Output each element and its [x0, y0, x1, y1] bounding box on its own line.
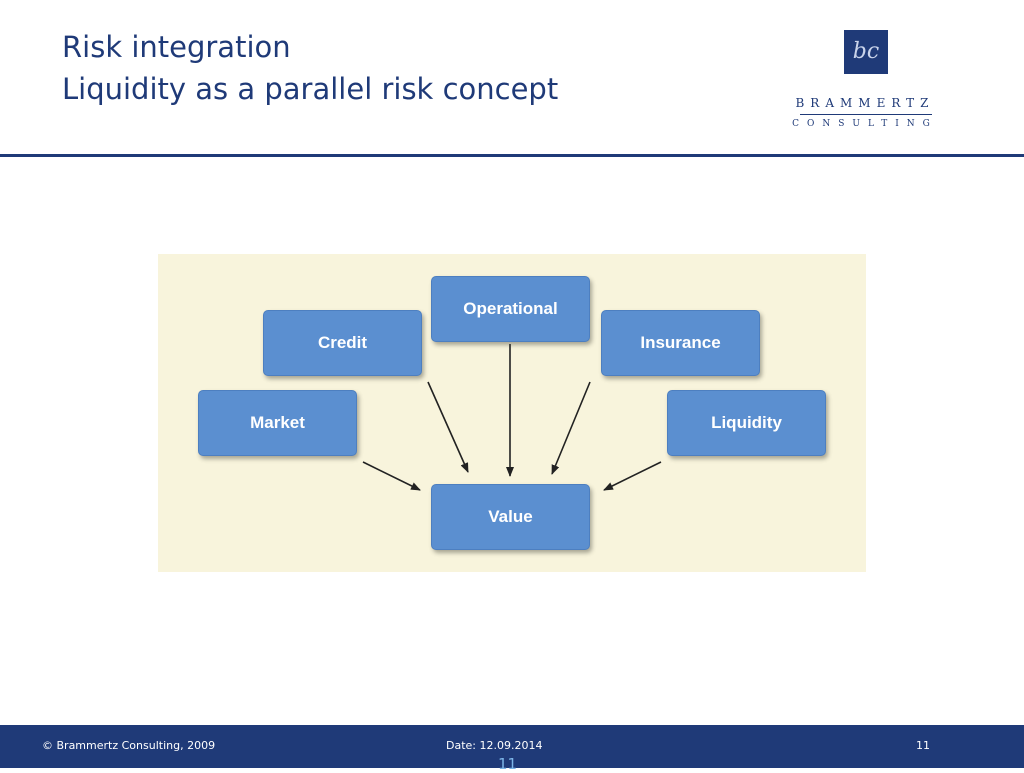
title-line-1: Risk integration	[62, 30, 291, 64]
logo-divider	[800, 114, 932, 115]
node-liquidity-label: Liquidity	[711, 413, 782, 432]
header-divider	[0, 154, 1024, 157]
footer-page-number: 11	[916, 739, 930, 752]
arrow-insurance-to-value	[551, 381, 591, 475]
node-operational: Operational	[431, 276, 590, 342]
footer-copyright: © Brammertz Consulting, 2009	[42, 739, 216, 752]
node-value: Value	[431, 484, 590, 550]
node-operational-label: Operational	[463, 299, 558, 318]
node-liquidity: Liquidity	[667, 390, 826, 456]
node-value-label: Value	[488, 507, 533, 526]
brammertz-logo: bc BRAMMERTZ CONSULTING	[790, 30, 940, 140]
logo-monogram: bc	[844, 30, 888, 74]
logo-name: BRAMMERTZ	[795, 96, 935, 110]
logo-subtitle: CONSULTING	[792, 119, 938, 129]
logo-monogram-text: bc	[852, 39, 880, 64]
footer-date: Date: 12.09.2014	[446, 739, 543, 752]
slide-title: Risk integration Liquidity as a parallel…	[62, 26, 558, 110]
footer-bar: © Brammertz Consulting, 2009 Date: 12.09…	[0, 725, 1024, 773]
arrow-market-to-value	[362, 461, 421, 491]
arrow-credit-to-value	[427, 381, 469, 473]
node-market: Market	[198, 390, 357, 456]
node-insurance: Insurance	[601, 310, 760, 376]
node-insurance-label: Insurance	[640, 333, 721, 352]
title-line-2: Liquidity as a parallel risk concept	[62, 72, 559, 106]
arrow-liquidity-to-value	[603, 461, 662, 491]
footer-page-number-large: 11	[498, 755, 518, 773]
node-credit-label: Credit	[317, 333, 368, 352]
diagram-arrows	[362, 344, 662, 491]
risk-diagram: Operational Credit Insurance Market Liqu…	[158, 254, 866, 572]
node-credit: Credit	[263, 310, 422, 376]
node-market-label: Market	[250, 413, 305, 432]
